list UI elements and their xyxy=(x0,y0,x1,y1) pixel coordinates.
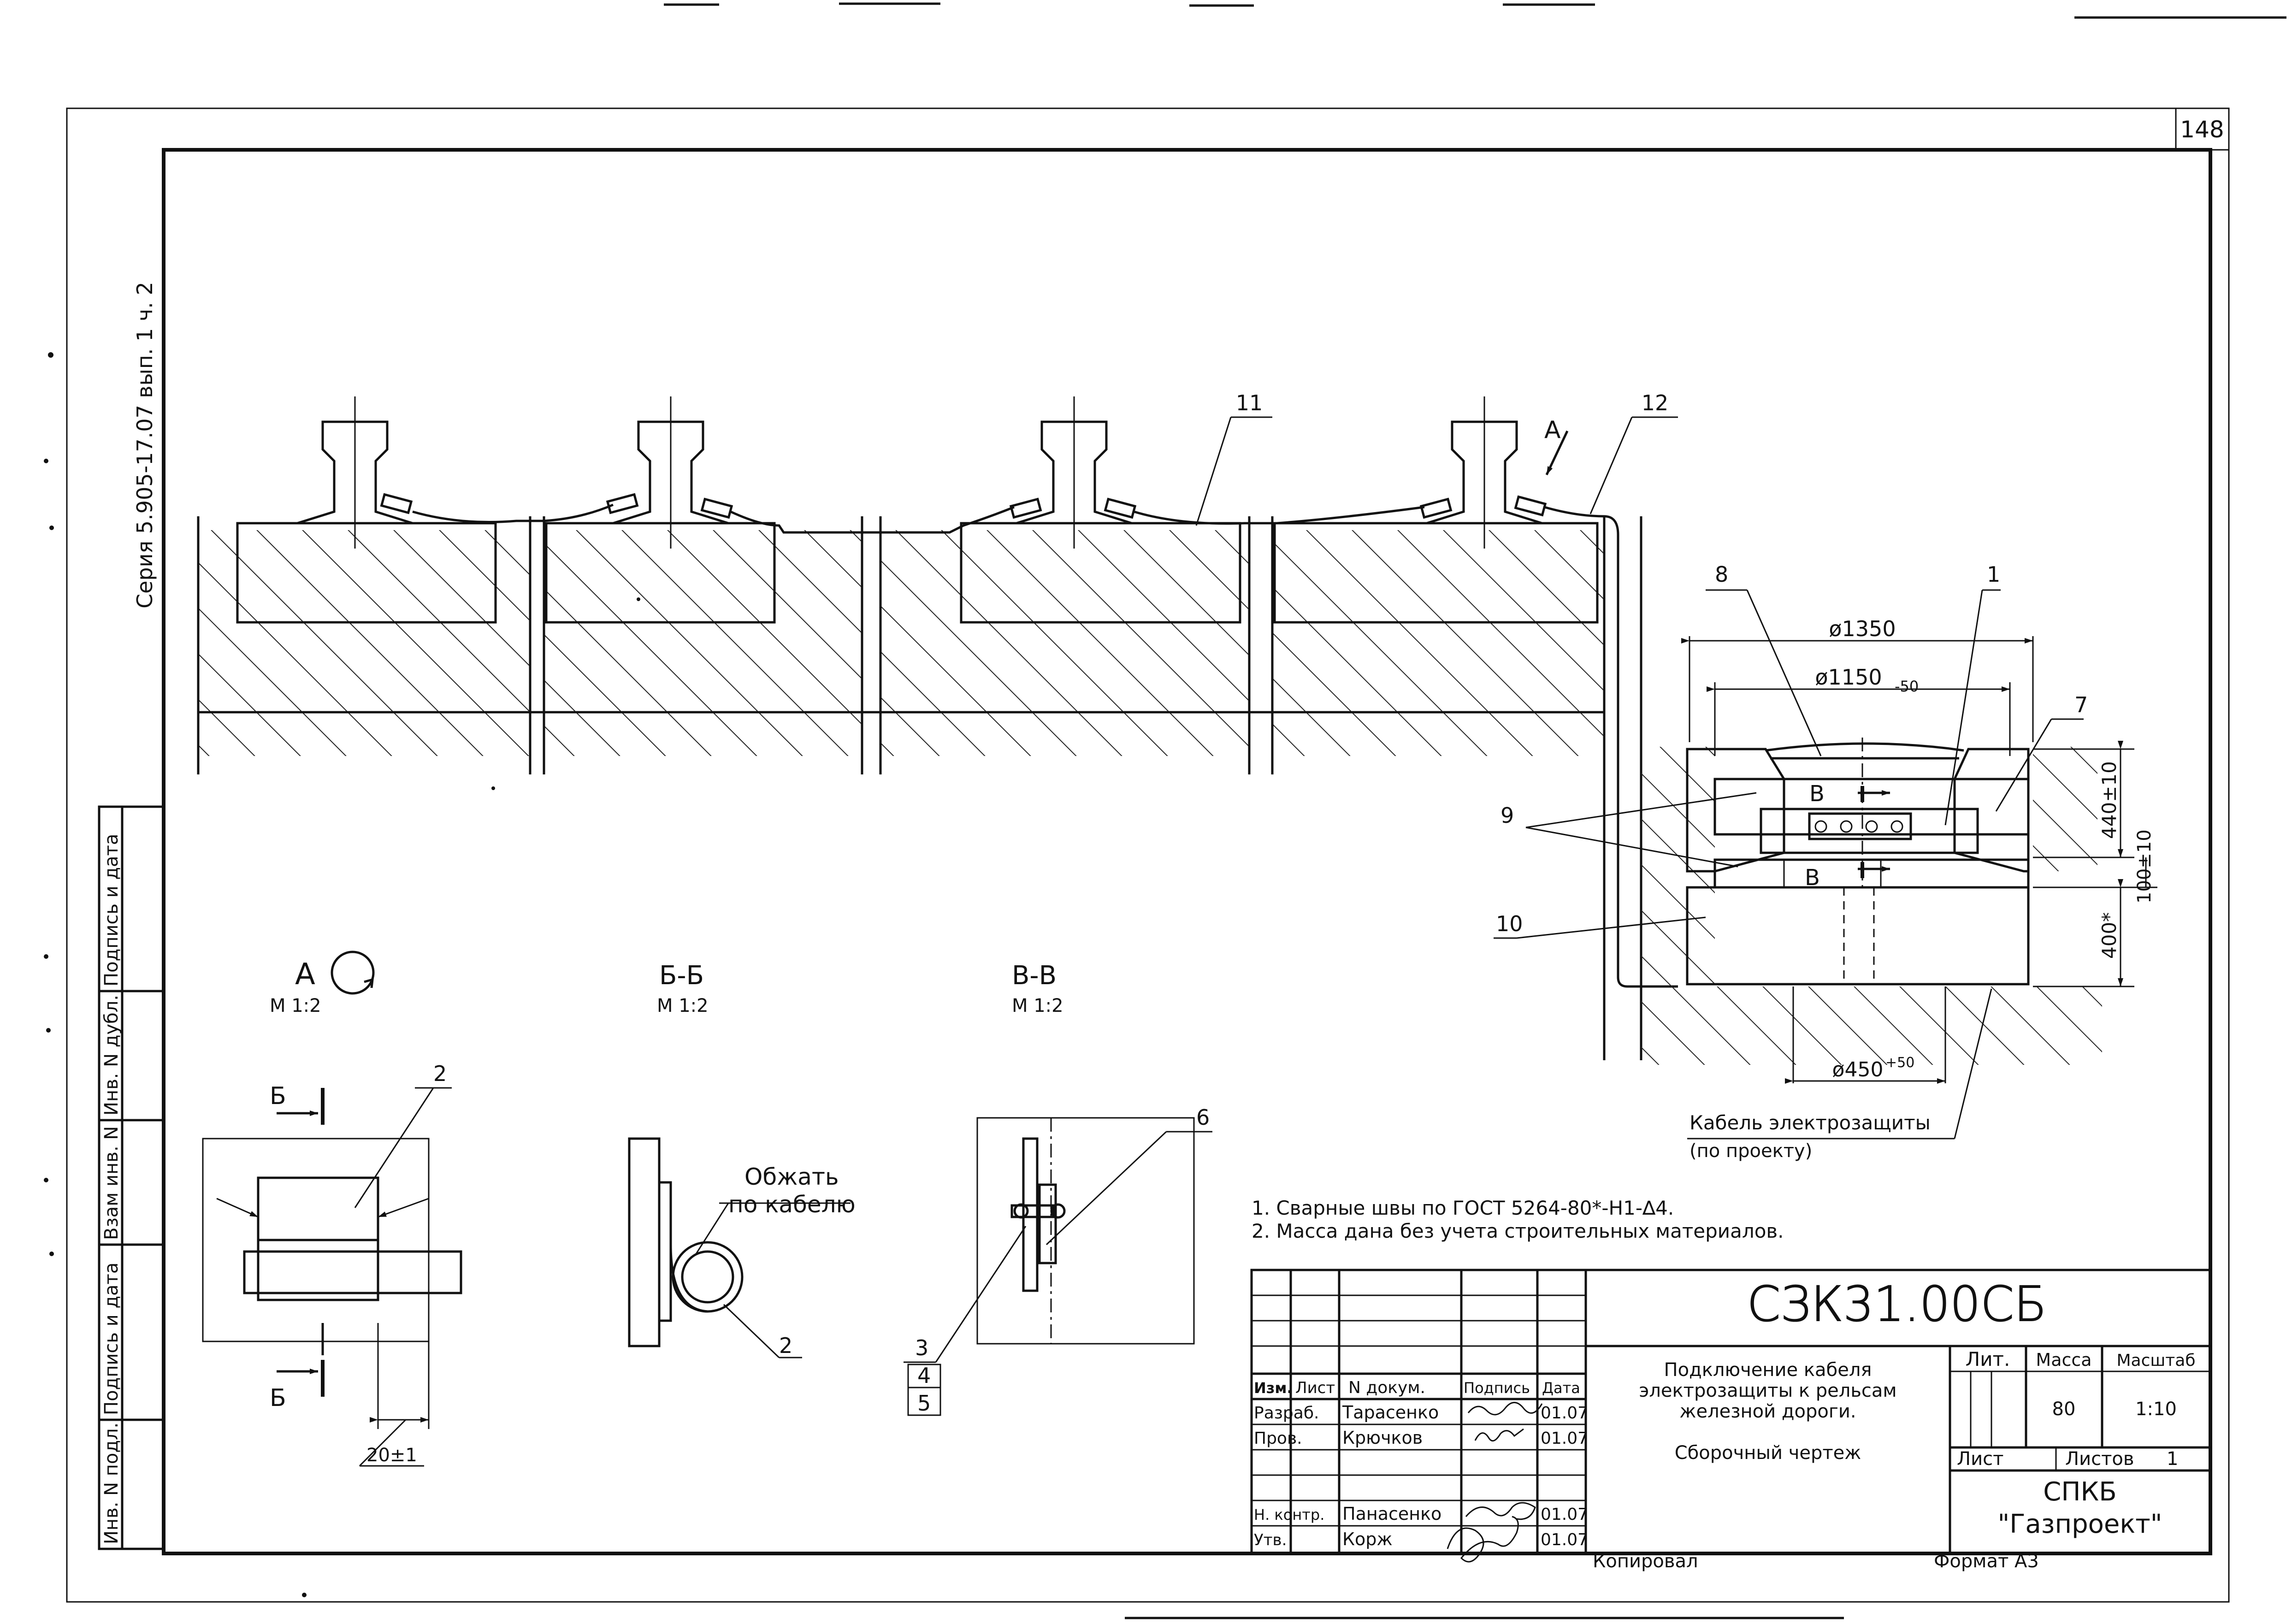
view-vv-scale: М 1:2 xyxy=(1012,995,1063,1016)
dim-inner-tolerance: -50 xyxy=(1895,678,1919,695)
col-header-list: Лист xyxy=(1295,1379,1335,1397)
dim-bottom-tolerance: +50 xyxy=(1885,1055,1914,1071)
section-dimensions xyxy=(1681,636,2157,1084)
callout-11: 11 xyxy=(1236,390,1263,415)
callout-9: 9 xyxy=(1500,803,1514,828)
callout-12: 12 xyxy=(1642,390,1669,415)
sheet-label: Лист xyxy=(1957,1448,2003,1470)
signer-role: Н. контр. xyxy=(1254,1506,1324,1524)
col-header-date: Дата xyxy=(1542,1379,1580,1397)
dim-inner-diameter: ø1150 xyxy=(1815,665,1882,690)
detail-a-dimension: 20±1 xyxy=(366,1445,417,1466)
col-header-izm: Изм. xyxy=(1254,1379,1293,1397)
title-line-1: Подключение кабеля xyxy=(1664,1359,1872,1381)
view-bb-title: Б-Б xyxy=(659,961,704,991)
signer-date: 01.07 xyxy=(1541,1429,1588,1448)
side-stamp-cell: Подпись и дата xyxy=(101,1263,122,1415)
callout-2-bb: 2 xyxy=(779,1333,792,1358)
note-1: 1. Сварные швы по ГОСТ 5264-80*-Н1-∆4. xyxy=(1252,1197,1674,1219)
signer-role: Разраб. xyxy=(1254,1404,1319,1423)
side-stamp-cell: Инв. N дубл. xyxy=(101,995,122,1116)
title-block xyxy=(1250,1269,2212,1555)
handwritten-signatures xyxy=(1447,1402,1543,1563)
sheet-number: 148 xyxy=(2180,116,2224,143)
section-mark-v-bottom: В xyxy=(1805,865,1820,891)
signer-date: 01.07 xyxy=(1541,1530,1588,1549)
document-type: Сборочный чертеж xyxy=(1675,1442,1861,1464)
scale-value: 1:10 xyxy=(2135,1399,2177,1420)
crimp-note-line2: по кабелю xyxy=(728,1191,856,1218)
track-elevation xyxy=(197,396,1678,1060)
title-line-2: электрозащиты к рельсам xyxy=(1639,1380,1896,1401)
callout-5: 5 xyxy=(917,1391,931,1416)
callout-8: 8 xyxy=(1715,562,1728,587)
sheets-label: Листов xyxy=(2065,1448,2134,1470)
crimp-note-line1: Обжать xyxy=(744,1163,839,1190)
organization-line-1: СПКБ xyxy=(2043,1477,2116,1507)
title-line-3: железной дороги. xyxy=(1679,1401,1856,1422)
document-code: СЗК31.00СБ xyxy=(1747,1276,2047,1332)
signer-name: Тарасенко xyxy=(1342,1402,1439,1423)
signer-name: Крючков xyxy=(1342,1428,1423,1448)
section-mark-v-top: В xyxy=(1809,781,1825,807)
callout-10: 10 xyxy=(1496,911,1523,936)
side-stamp-cell: Подпись и дата xyxy=(101,834,122,986)
view-vv-title: В-В xyxy=(1012,961,1057,991)
signer-role: Пров. xyxy=(1254,1429,1302,1448)
view-a-scale: М 1:2 xyxy=(270,995,321,1016)
cable-note: (по проекту) xyxy=(1689,1140,1812,1162)
callout-3: 3 xyxy=(915,1335,928,1360)
detail-a-drawing xyxy=(202,1087,462,1467)
organization-line-2: "Газпроект" xyxy=(1997,1509,2162,1539)
signer-role: Утв. xyxy=(1254,1531,1287,1549)
cable-label: Кабель электрозащиты xyxy=(1689,1111,1931,1134)
dim-height-440: 440±10 xyxy=(2098,761,2121,839)
sheets-value: 1 xyxy=(2167,1448,2178,1470)
scale-label: Масштаб xyxy=(2116,1351,2195,1370)
lit-label: Лит. xyxy=(1966,1348,2010,1370)
signer-name: Корж xyxy=(1342,1529,1393,1549)
callout-4: 4 xyxy=(917,1363,931,1388)
manhole-section xyxy=(1641,738,2102,1065)
callout-2-a: 2 xyxy=(433,1061,447,1086)
callout-7: 7 xyxy=(2074,692,2088,717)
signer-date: 01.07 xyxy=(1541,1404,1588,1423)
dim-outer-diameter: ø1350 xyxy=(1829,616,1896,641)
view-bb-scale: М 1:2 xyxy=(657,995,709,1016)
footer-format: Формат А3 xyxy=(1934,1551,2039,1572)
side-stamp xyxy=(98,805,165,1550)
detail-bb-drawing xyxy=(628,1137,851,1358)
view-a-title: А xyxy=(295,957,315,992)
signer-date: 01.07 xyxy=(1541,1505,1588,1524)
scan-edge-marks xyxy=(664,2,2286,1619)
detail-vv-drawing xyxy=(904,1117,1212,1416)
dim-height-100: 100±10 xyxy=(2134,829,2155,904)
mass-value: 80 xyxy=(2052,1399,2076,1420)
signer-name: Панасенко xyxy=(1342,1504,1441,1524)
series-label: Серия 5.905-17.07 вып. 1 ч. 2 xyxy=(132,282,157,608)
sheet-frame xyxy=(66,107,2230,1603)
view-arrow-label: А xyxy=(1544,416,1561,444)
col-header-sign: Подпись xyxy=(1464,1379,1530,1397)
col-header-ndoc: N докум. xyxy=(1348,1378,1425,1397)
side-stamp-cell: Взам инв. N xyxy=(101,1126,122,1240)
mass-label: Масса xyxy=(2036,1350,2091,1370)
footer-copied: Копировал xyxy=(1593,1551,1698,1572)
dim-bottom-diameter: ø450 xyxy=(1832,1058,1884,1081)
callout-1: 1 xyxy=(1987,562,2000,587)
note-2: 2. Масса дана без учета строительных мат… xyxy=(1252,1220,1784,1242)
scan-specks xyxy=(44,352,640,1597)
callout-6: 6 xyxy=(1196,1105,1210,1130)
view-a-circle xyxy=(331,951,375,995)
detail-a-section-mark-bottom: Б xyxy=(270,1384,286,1412)
side-stamp-cell: Инв. N подл. xyxy=(101,1423,122,1544)
detail-a-section-mark-top: Б xyxy=(270,1082,286,1110)
dim-height-400: 400* xyxy=(2098,912,2121,959)
